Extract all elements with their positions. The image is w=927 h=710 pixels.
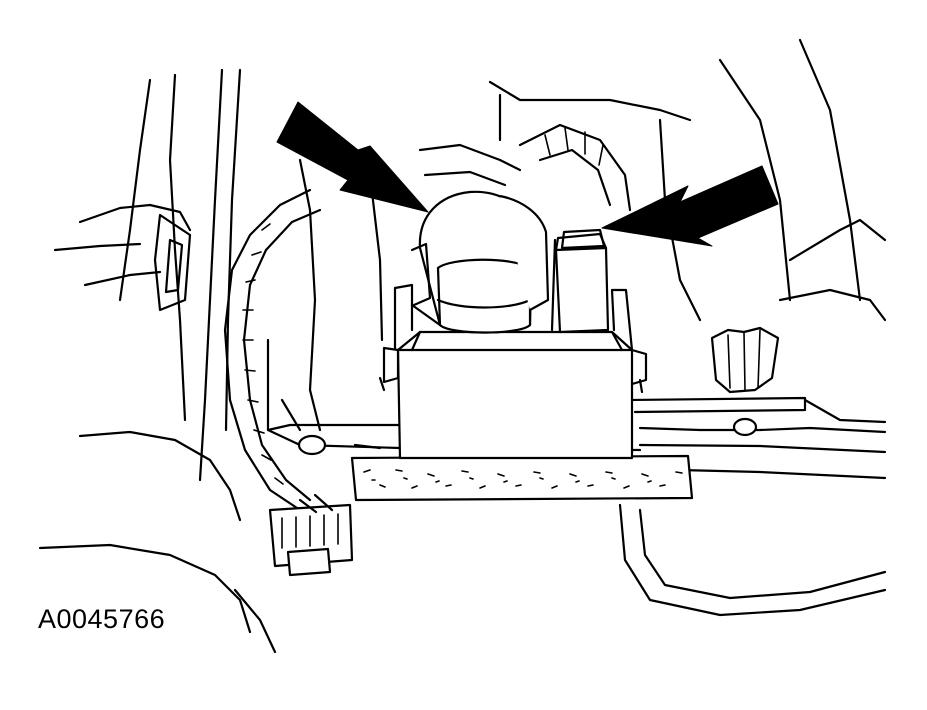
wiring-connector bbox=[268, 493, 354, 577]
wiring-harness bbox=[223, 188, 322, 512]
bulb-socket bbox=[410, 190, 550, 334]
foam-gasket bbox=[350, 454, 694, 502]
housing-ductwork bbox=[298, 38, 887, 432]
indicator-arrows bbox=[276, 101, 779, 247]
left-trim-panel bbox=[38, 68, 277, 654]
module-housing bbox=[378, 330, 648, 460]
figure-reference-code: A0045766 bbox=[38, 604, 166, 634]
lower-right-trim bbox=[618, 396, 887, 617]
square-plug bbox=[554, 228, 610, 334]
left-indicator-arrow bbox=[276, 101, 429, 213]
right-indicator-arrow bbox=[601, 165, 779, 247]
connector-frame bbox=[393, 238, 634, 352]
retaining-clip bbox=[710, 326, 780, 394]
mounting-bracket bbox=[266, 338, 642, 456]
